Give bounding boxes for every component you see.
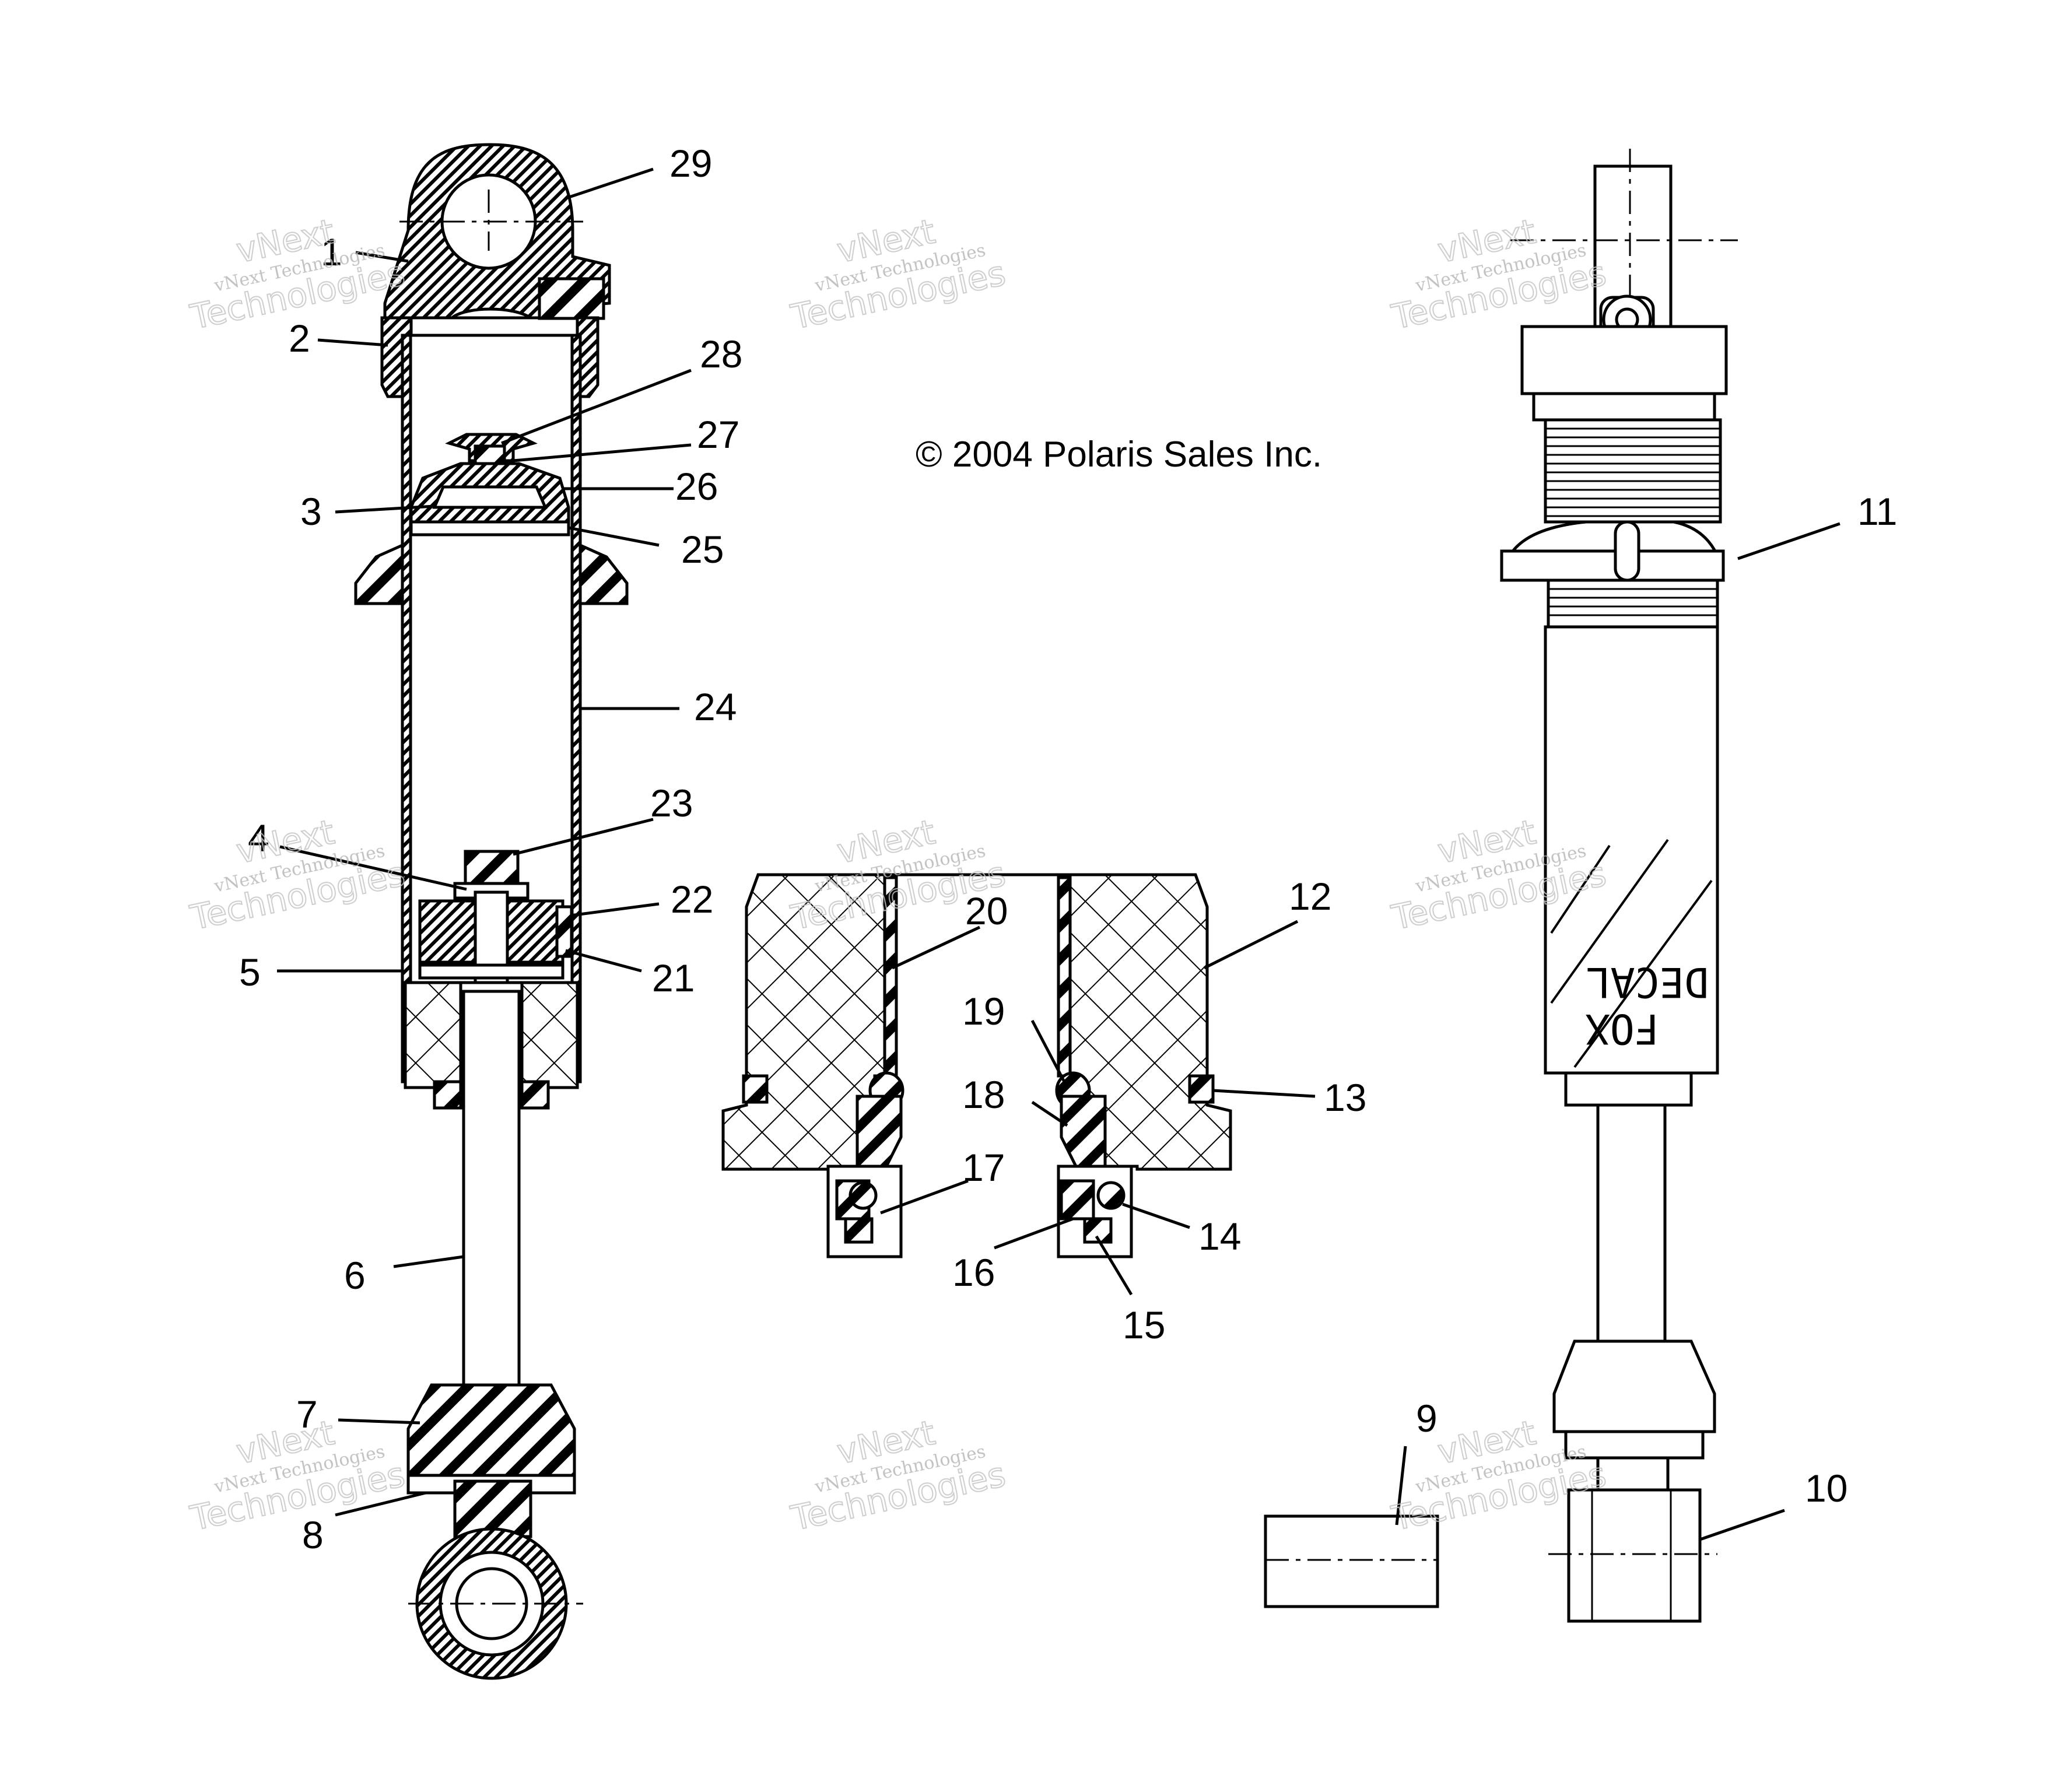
watermark-tile: vNext vNext Technologies Technologies <box>186 811 409 938</box>
bottom-eyelet-10 <box>1567 1488 1702 1623</box>
oring-right-13 <box>1188 1074 1215 1104</box>
piston-inner <box>432 485 548 509</box>
ring-right-16 <box>1060 1179 1095 1221</box>
callout-28: 28 <box>700 332 742 376</box>
spacer-9 <box>1264 1514 1439 1608</box>
callout-5: 5 <box>239 951 261 994</box>
callout-18: 18 <box>962 1073 1005 1116</box>
ball-17 <box>849 1181 878 1210</box>
callout-29: 29 <box>669 142 712 185</box>
watermark-group: vNext vNext Technologies Technologies vN… <box>186 211 1610 1539</box>
callout-1: 1 <box>321 230 342 273</box>
callout-labels: 1 2 3 4 5 6 7 8 9 10 11 12 13 14 15 16 1… <box>239 142 1898 1556</box>
top-cap <box>1520 325 1728 395</box>
callout-27: 27 <box>697 413 739 456</box>
callout-21: 21 <box>652 956 695 1000</box>
callout-22: 22 <box>671 878 713 921</box>
decal-stripes <box>1550 839 1713 1068</box>
callout-7: 7 <box>296 1393 318 1436</box>
skirt-right <box>579 543 629 605</box>
callout-13: 13 <box>1324 1076 1366 1119</box>
callout-26: 26 <box>675 465 718 508</box>
callout-3: 3 <box>300 490 322 533</box>
callout-2: 2 <box>289 317 310 360</box>
leader-lines <box>277 167 1840 1541</box>
washer-21 <box>418 963 565 980</box>
bushing-right-20 <box>1057 876 1072 1078</box>
ball-14 <box>1096 1181 1126 1210</box>
piston-ring-25 <box>409 520 570 536</box>
piston-band-22 <box>555 905 573 958</box>
callout-20: 20 <box>965 889 1008 932</box>
bumper-7 <box>406 1383 576 1477</box>
thread-lines <box>1545 427 1720 517</box>
callout-10: 10 <box>1805 1467 1847 1510</box>
callout-4: 4 <box>248 816 269 860</box>
center-detail <box>721 873 1232 1258</box>
callout-11: 11 <box>1857 490 1898 533</box>
watermark-tile: vNext vNext Technologies Technologies <box>1387 211 1610 338</box>
watermark-tile: vNext vNext Technologies Technologies <box>186 211 409 338</box>
skirt-notch <box>1614 520 1640 582</box>
lower-thread <box>1547 578 1719 629</box>
tube-wall-left <box>401 334 412 1083</box>
callout-25: 25 <box>681 528 724 571</box>
seal-right-18 <box>1060 1095 1107 1168</box>
tube-wall-right <box>570 334 582 1083</box>
callout-23: 23 <box>650 781 693 825</box>
seal-cap <box>1564 1071 1693 1107</box>
oring-left-13 <box>742 1074 769 1104</box>
nut-23 <box>464 850 520 888</box>
decal-text-top: DECAL <box>1586 958 1709 1006</box>
skirt-base-11 <box>1500 549 1725 582</box>
right-bumper-base <box>1564 1430 1705 1460</box>
decal-text-bottom: FOX <box>1586 1005 1659 1053</box>
right-stud <box>1596 1456 1670 1495</box>
callout-16: 16 <box>952 1251 995 1294</box>
seal-left <box>433 1080 462 1110</box>
callout-19: 19 <box>962 990 1005 1033</box>
ring-left-low <box>844 1217 874 1244</box>
air-valve <box>538 277 605 320</box>
piston-bolt <box>474 890 509 999</box>
right-bumper <box>1552 1339 1716 1433</box>
left-shock-section <box>354 143 629 1680</box>
skirt-left <box>354 543 404 605</box>
shaft <box>462 990 521 1419</box>
cap-dome <box>447 307 536 320</box>
watermark-tile: vNext vNext Technologies Technologies <box>787 1412 1009 1539</box>
seal-right <box>520 1080 550 1110</box>
right-shock-exterior: DECAL FOX <box>1264 149 1738 1623</box>
callout-14: 14 <box>1198 1215 1241 1258</box>
lower-thread-lines <box>1548 588 1717 616</box>
seal-left-18 <box>856 1095 903 1168</box>
body-can <box>1544 625 1719 1075</box>
callout-12: 12 <box>1289 875 1331 918</box>
right-shaft <box>1596 1103 1667 1346</box>
watermark-tile: vNext vNext Technologies Technologies <box>787 211 1009 338</box>
callout-9: 9 <box>1416 1397 1438 1440</box>
copyright-notice: © 2004 Polaris Sales Inc. <box>916 434 1322 475</box>
callout-8: 8 <box>302 1513 324 1556</box>
ring-right-15 <box>1083 1217 1113 1244</box>
callout-15: 15 <box>1123 1303 1165 1346</box>
callout-17: 17 <box>962 1146 1005 1189</box>
cap-collar <box>1532 392 1716 422</box>
callout-24: 24 <box>694 685 737 728</box>
callout-6: 6 <box>344 1254 366 1297</box>
